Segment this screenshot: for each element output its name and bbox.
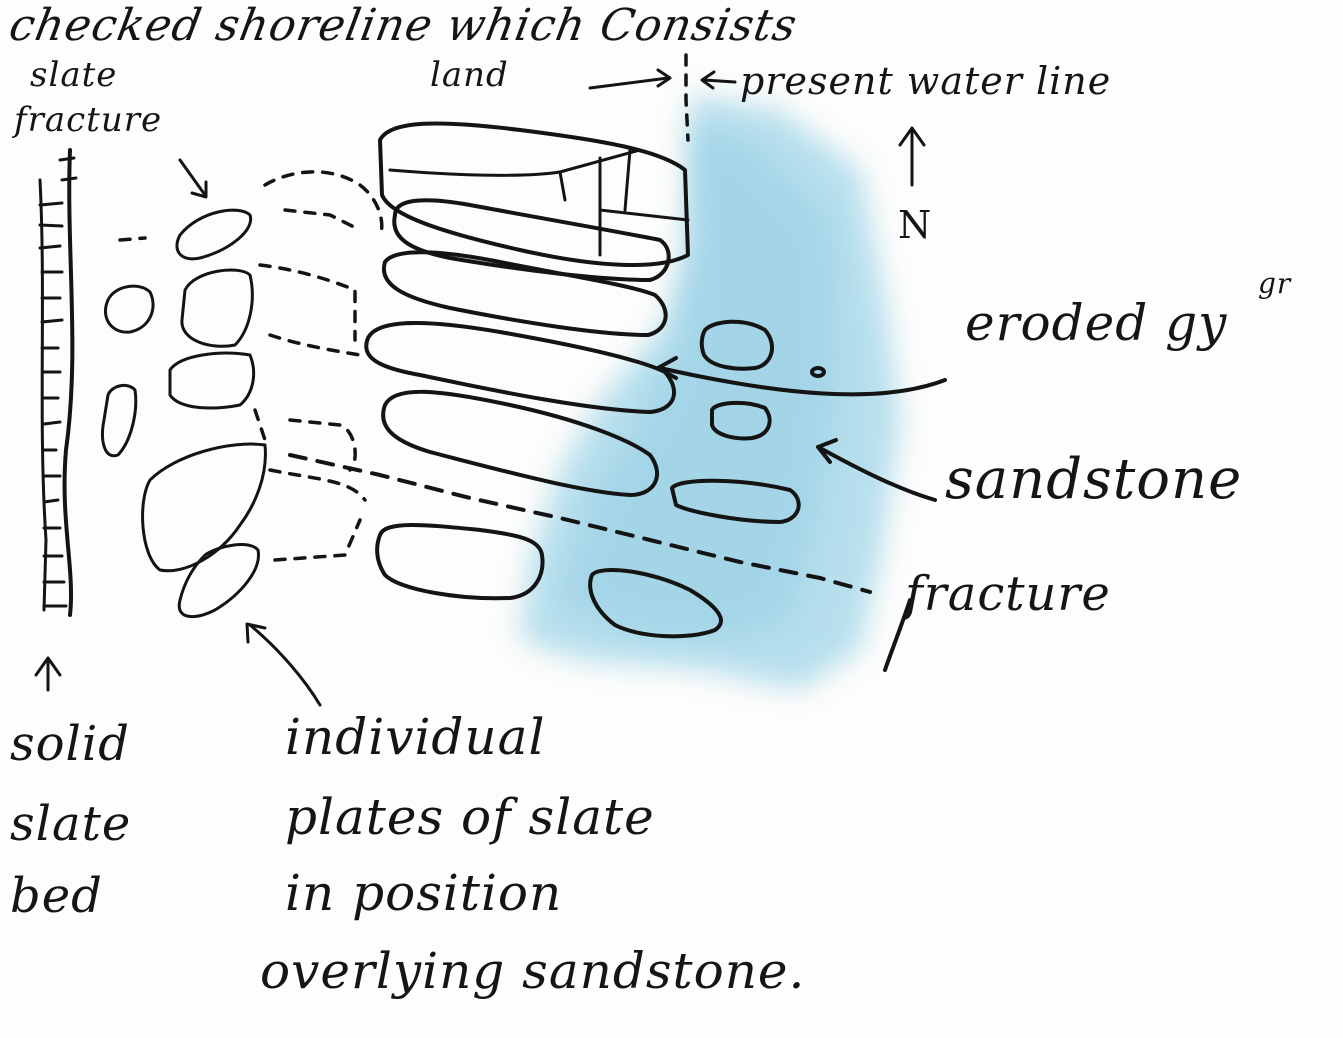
fracture-label: fracture — [905, 570, 1111, 618]
eroded-label: eroded gy — [965, 298, 1227, 348]
slate-fracture-label-bottom: fracture — [14, 103, 162, 137]
water-line — [686, 55, 688, 140]
present-water-line-label: present water line — [740, 62, 1111, 100]
solid-slate-bed-line-2: slate — [10, 800, 131, 848]
individual-plates-line-2: plates of slate — [285, 792, 655, 842]
north-label: N — [898, 206, 932, 244]
sandstone-label: sandstone — [945, 452, 1242, 508]
eroded-label-top: gr — [1258, 270, 1291, 298]
individual-plates-line-1: individual — [285, 712, 545, 762]
slate-fracture-label-top: slate — [30, 58, 117, 92]
slate-plates — [103, 172, 382, 617]
solid-slate-bed-line-3: bed — [10, 872, 103, 920]
solid-slate-bed-line-1: solid — [10, 720, 130, 768]
individual-plates-line-4: overlying sandstone. — [260, 946, 805, 996]
individual-plates-line-3: in position — [285, 868, 562, 918]
heading-text: checked shoreline which Consists — [6, 4, 800, 48]
solid-slate-bed — [36, 150, 76, 690]
land-label: land — [430, 58, 509, 92]
